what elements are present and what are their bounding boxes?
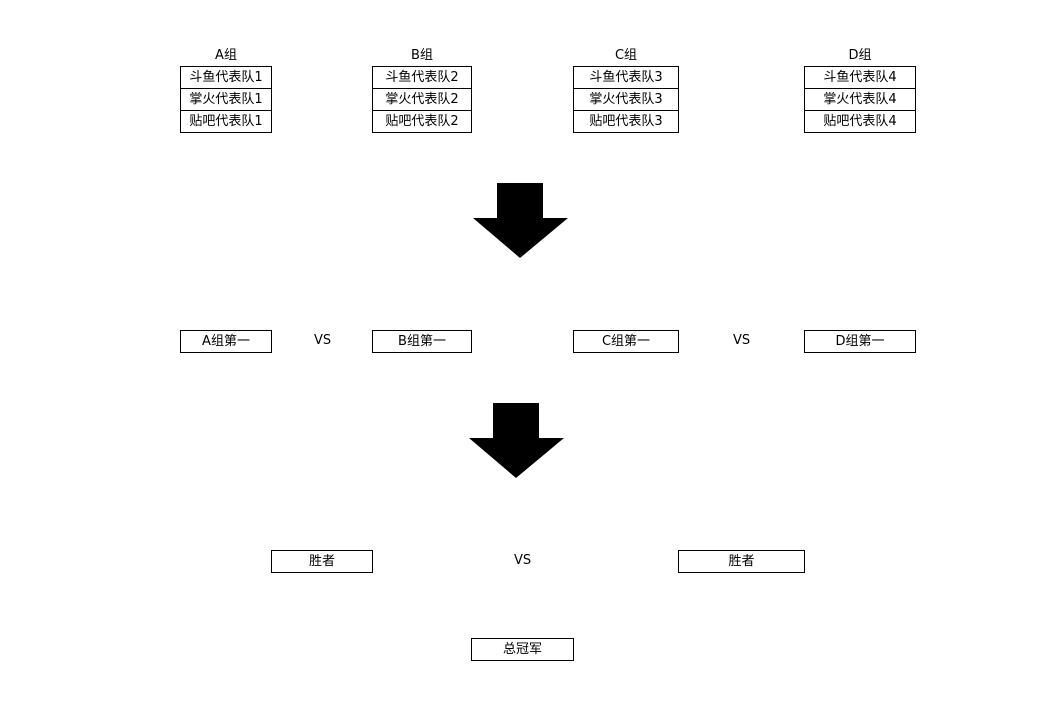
team-cell: 斗鱼代表队4 — [805, 67, 915, 89]
down-arrow-icon — [473, 183, 568, 258]
team-cell: 掌火代表队1 — [181, 89, 271, 111]
team-cell: 斗鱼代表队3 — [574, 67, 678, 89]
d-group-first-box: D组第一 — [804, 330, 916, 353]
vs-label-right: VS — [733, 333, 751, 348]
team-cell: 贴吧代表队3 — [589, 114, 663, 129]
team-cell: 贴吧代表队4 — [823, 114, 897, 129]
champion-box: 总冠军 — [471, 638, 574, 661]
group-b-title: B组 — [411, 48, 433, 63]
winner-box-right: 胜者 — [678, 550, 805, 573]
team-cell: 斗鱼代表队1 — [181, 67, 271, 89]
vs-label-final: VS — [514, 553, 532, 568]
team-cell: 斗鱼代表队2 — [373, 67, 471, 89]
b-group-first-box: B组第一 — [372, 330, 472, 353]
team-cell: 贴吧代表队1 — [189, 114, 263, 129]
winner-box-left: 胜者 — [271, 550, 373, 573]
c-group-first-box: C组第一 — [573, 330, 679, 353]
group-b-table: 斗鱼代表队2 掌火代表队2 贴吧代表队2 — [372, 66, 472, 133]
a-group-first-box: A组第一 — [180, 330, 272, 353]
team-cell: 贴吧代表队2 — [385, 114, 459, 129]
team-cell: 掌火代表队3 — [574, 89, 678, 111]
down-arrow-icon — [469, 403, 564, 478]
group-a-table: 斗鱼代表队1 掌火代表队1 贴吧代表队1 — [180, 66, 272, 133]
group-c-title: C组 — [614, 48, 638, 63]
team-cell: 掌火代表队4 — [805, 89, 915, 111]
group-d-table: 斗鱼代表队4 掌火代表队4 贴吧代表队4 — [804, 66, 916, 133]
group-a-title: A组 — [215, 48, 237, 63]
group-d-title: D组 — [848, 48, 872, 63]
vs-label-left: VS — [314, 333, 332, 348]
group-c-table: 斗鱼代表队3 掌火代表队3 贴吧代表队3 — [573, 66, 679, 133]
team-cell: 掌火代表队2 — [373, 89, 471, 111]
